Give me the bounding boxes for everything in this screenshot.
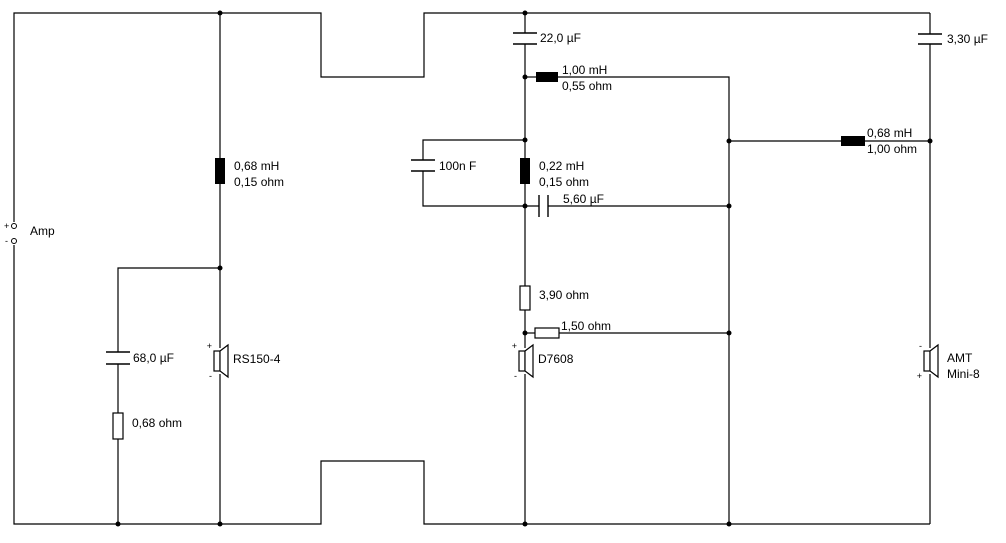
- midrange-resistor-b: 1,50 ohm: [534, 319, 611, 339]
- junction-dot: [522, 74, 528, 80]
- zobel-resistor-label: 0,68 ohm: [132, 416, 182, 430]
- tweeter-shunt-inductor-line1: 0,68 mH: [867, 126, 912, 140]
- tweeter-plus-sign: +: [917, 371, 922, 381]
- midrange-resistor-a: 3,90 ohm: [519, 285, 589, 311]
- junction-dot: [522, 10, 528, 16]
- bypass-capacitor: 100n F: [411, 159, 476, 173]
- junction-dot: [927, 138, 933, 144]
- midrange-inductor-a-line1: 1,00 mH: [562, 63, 607, 77]
- amp-minus-terminal: [11, 238, 17, 244]
- midrange-series-capacitor-label: 22,0 µF: [540, 31, 581, 45]
- midrange-capacitor-b: 5,60 µF: [538, 192, 604, 217]
- woofer-inductor-line1: 0,68 mH: [234, 159, 279, 173]
- tweeter-minus-sign: -: [919, 341, 922, 351]
- midrange-driver-label: D7608: [538, 352, 574, 366]
- junction-dot: [726, 330, 732, 336]
- midrange-resistor-a-label: 3,90 ohm: [539, 288, 589, 302]
- tweeter-shunt-inductor-line2: 1,00 ohm: [867, 142, 917, 156]
- midrange-capacitor-b-label: 5,60 µF: [563, 192, 604, 206]
- midrange-minus-sign: -: [514, 371, 517, 381]
- woofer-plus-sign: +: [207, 341, 212, 351]
- woofer-driver-label: RS150-4: [233, 352, 281, 366]
- junction-dot: [726, 203, 732, 209]
- tweeter-shunt-inductor: 0,68 mH 1,00 ohm: [841, 126, 917, 156]
- midrange-series-capacitor: 22,0 µF: [513, 31, 581, 45]
- midrange-speaker: + - D7608: [512, 341, 574, 381]
- junction-dot: [115, 521, 121, 527]
- midrange-plus-sign: +: [512, 341, 517, 351]
- junction-dot: [217, 10, 223, 16]
- tweeter-series-capacitor: 3,30 µF: [918, 32, 988, 46]
- tweeter-driver-label-line1: AMT: [947, 351, 973, 365]
- bypass-capacitor-label: 100n F: [439, 159, 476, 173]
- woofer-minus-sign: -: [209, 371, 212, 381]
- tweeter-driver-label-line2: Mini-8: [947, 367, 980, 381]
- tweeter-speaker: - + AMT Mini-8: [917, 341, 980, 381]
- junction-dot: [522, 203, 528, 209]
- tweeter-series-capacitor-label: 3,30 µF: [947, 32, 988, 46]
- midrange-inductor-a-line2: 0,55 ohm: [562, 79, 612, 93]
- woofer-inductor-line2: 0,15 ohm: [234, 175, 284, 189]
- wires: [13, 12, 931, 525]
- midrange-resistor-b-label: 1,50 ohm: [561, 319, 611, 333]
- junction-dot: [217, 521, 223, 527]
- junction-dot: [726, 521, 732, 527]
- junction-dot: [217, 265, 223, 271]
- junction-dot: [522, 137, 528, 143]
- midrange-inductor-b: 0,22 mH 0,15 ohm: [520, 158, 589, 189]
- woofer-inductor: 0,68 mH 0,15 ohm: [215, 158, 284, 189]
- midrange-inductor-b-line2: 0,15 ohm: [539, 175, 589, 189]
- amp-plus-sign: +: [4, 221, 9, 231]
- midrange-inductor-b-line1: 0,22 mH: [539, 159, 584, 173]
- amp-plus-terminal: [11, 223, 17, 229]
- junction-dot: [522, 521, 528, 527]
- junction-dot: [522, 330, 528, 336]
- zobel-resistor: 0,68 ohm: [112, 412, 182, 440]
- woofer-speaker: + - RS150-4: [207, 341, 281, 381]
- zobel-capacitor: 68,0 µF: [106, 351, 174, 365]
- amp-minus-sign: -: [5, 236, 8, 246]
- junction-dots: [115, 10, 933, 527]
- amp-source: + - Amp: [4, 221, 55, 246]
- midrange-inductor-a: 1,00 mH 0,55 ohm: [536, 63, 612, 93]
- amp-label: Amp: [30, 224, 55, 238]
- junction-dot: [726, 138, 732, 144]
- zobel-capacitor-label: 68,0 µF: [133, 351, 174, 365]
